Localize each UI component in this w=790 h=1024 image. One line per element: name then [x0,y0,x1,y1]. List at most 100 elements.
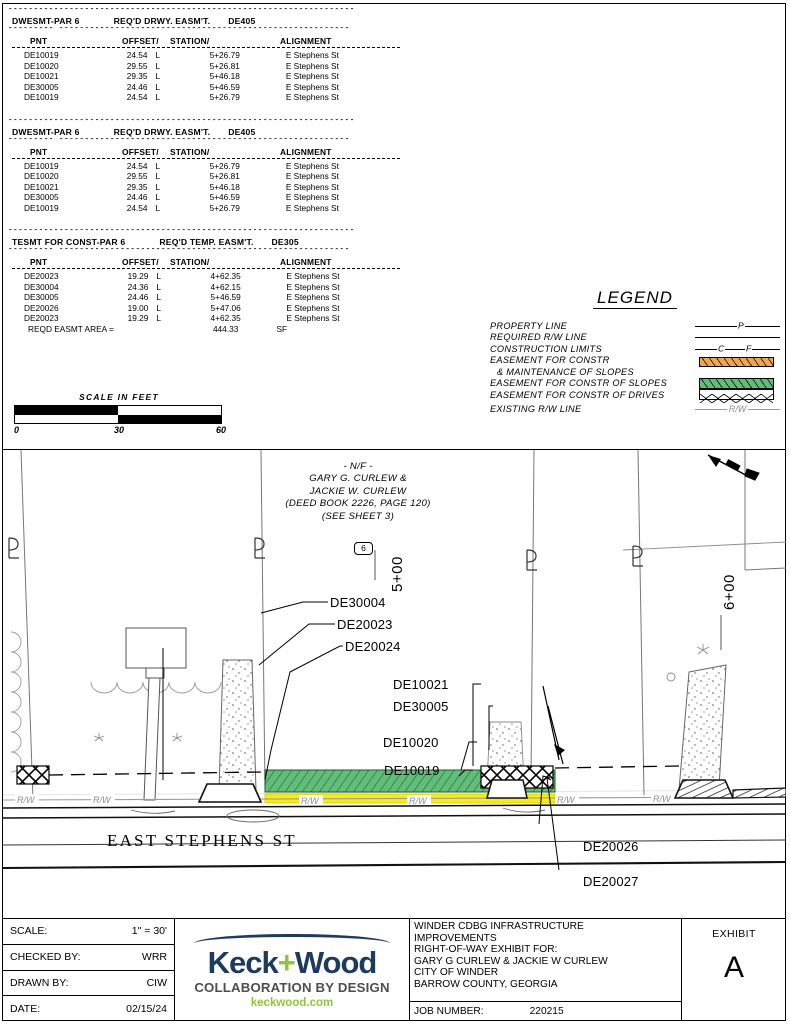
project-line-4: GARY G CURLEW & JACKIE W CURLEW [414,955,608,967]
scale-value: 1" = 30' [131,925,167,938]
job-number-row: JOB NUMBER: 220215 [410,1001,681,1021]
svg-text:R/W: R/W [17,795,36,805]
arrow-head [554,744,565,756]
apron-middle [486,779,528,799]
checked-by-row: CHECKED BY: WRR [3,945,174,971]
callout-de20024: DE20024 [345,639,401,654]
logo-keck: Keck [207,945,279,980]
scale-bar: SCALE IN FEET 0 30 60 [14,392,226,437]
utility-symbols [20,644,710,774]
project-info: WINDER CDBG INFRASTRUCTURE IMPROVEMENTS … [410,919,682,1021]
existing-rw-line-icon: R/W [695,403,780,414]
scale-tick-30: 30 [113,425,125,435]
orange-hatch-swatch [697,366,780,377]
legend-item-constr-drives: EASEMENT FOR CONSTR OF DRIVES [490,389,780,404]
legend-label: EASEMENT FOR CONSTR [490,355,610,366]
scale-bar-graphic [14,405,222,424]
scale-tick-0: 0 [14,425,20,435]
legend-title: LEGEND [490,288,780,309]
star-rule-mid: ********* ******************************… [8,137,350,145]
project-line-5: CITY OF WINDER [414,967,499,979]
logo-tagline: COLLABORATION BY DESIGN [194,980,390,995]
table-title-mid: REQ'D DRWY. EASM'T. [113,16,211,26]
legend-item-easement-constr: EASEMENT FOR CONSTR [490,355,780,367]
table-header-row: PNT OFFSET/ STATION/ ALIGNMENT [8,146,400,157]
driveway-left [218,659,257,791]
area-label: REQD EASMT AREA = [28,323,114,334]
exhibit-label: EXHIBIT [712,928,756,940]
table-title-right: DE405 [228,126,256,137]
logo-website[interactable]: keckwood.com [250,997,334,1009]
project-line-3: RIGHT-OF-WAY EXHIBIT FOR: [414,944,558,956]
title-block-info: SCALE: 1" = 30' CHECKED BY: WRR DRAWN BY… [3,919,175,1021]
table-area-row: REQD EASMT AREA = 444.33 SF [8,324,400,335]
legend-item-constr-slopes: EASEMENT FOR CONSTR OF SLOPES [490,377,780,390]
col-header-station: STATION/ [170,257,210,267]
col-header-station: STATION/ [170,146,210,157]
legend-rows: PROPERTY LINE P REQUIRED R/W LINE CONSTR… [490,320,780,417]
curb-lines [3,803,786,819]
plan-view: R/W R/W R/W R/W R/W R/W R/W [3,450,786,914]
table-title-right: DE305 [271,237,299,247]
owner-deed: (DEED BOOK 2226, PAGE 120) [285,498,431,510]
header-divider [12,47,400,48]
col-header-station: STATION/ [170,36,210,46]
exhibit-value: A [723,951,744,984]
legend-item-maintenance-slopes: & MAINTENANCE OF SLOPES [490,366,780,378]
legend: LEGEND PROPERTY LINE P REQUIRED R/W LINE… [490,288,780,417]
legend-item-existing-rw: EXISTING R/W LINE R/W [490,401,780,417]
north-arrow-icon [707,454,760,481]
job-number-value: 220215 [529,1006,564,1017]
legend-item-construction-limits: CONSTRUCTION LIMITS C F [490,343,780,355]
table-title-mid: REQ'D TEMP. EASM'T. [159,237,254,247]
col-header-pnt: PNT [30,36,48,46]
col-header-alignment: ALIGNMENT [280,36,332,46]
table-title-mid: REQ'D DRWY. EASM'T. [113,126,211,137]
legend-item-property-line: PROPERTY LINE P [490,320,780,332]
apron-right [673,779,786,799]
project-line-6: BARROW COUNTY, GEORGIA [414,978,558,990]
driveway-right [678,664,727,791]
star-rule-top: ****************************************… [8,8,355,15]
callout-de20027: DE20027 [583,874,639,889]
project-line-1: WINDER CDBG INFRASTRUCTURE [414,921,584,932]
exhibit-block: EXHIBIT A [682,919,786,1021]
col-header-alignment: ALIGNMENT [280,146,332,157]
logo-plus-icon: + [277,945,296,980]
logo-wood: Wood [294,945,378,980]
callout-de20026: DE20026 [583,839,639,854]
star-rule-top: ****************************************… [8,118,355,126]
plan-drawing: R/W R/W R/W R/W R/W R/W R/W [3,450,786,871]
tree-canopy-left [10,631,22,773]
area-unit: SF [276,323,288,334]
property-line-icon: P [695,320,780,331]
star-rule-mid: ********* ******************************… [8,248,350,255]
table-dwesmt-1: ****************************************… [8,8,478,103]
checked-by-label: CHECKED BY: [10,951,81,964]
scale-tick-60: 60 [215,425,226,435]
col-header-alignment: ALIGNMENT [280,257,332,267]
callout-de30004: DE30004 [330,595,386,610]
pavement-features [130,807,546,823]
road-centerline [3,839,786,846]
callout-de10021: DE10021 [393,677,449,692]
station-ticks [374,550,722,650]
easement-tables: ****************************************… [8,8,478,350]
col-header-pnt: PNT [30,146,48,157]
owner-name-1: GARY G. CURLEW & [309,473,407,485]
table-tesmt: ****************************************… [8,229,478,334]
drawn-by-label: DRAWN BY: [10,976,69,989]
header-divider [12,268,400,269]
legend-label: EASEMENT FOR CONSTR OF SLOPES [490,378,667,389]
